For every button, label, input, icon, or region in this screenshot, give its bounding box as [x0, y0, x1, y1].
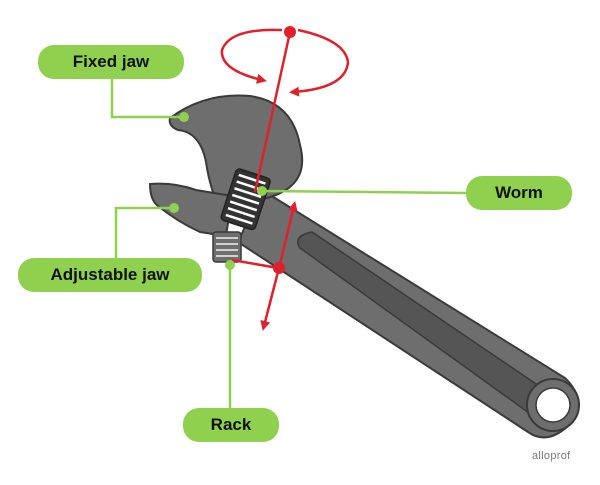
label-rack: Rack [183, 408, 279, 442]
label-adjustable-jaw: Adjustable jaw [18, 258, 202, 292]
rack-shape [212, 231, 242, 263]
wrench-handle [236, 188, 580, 439]
label-worm: Worm [466, 176, 572, 210]
leader-worm [261, 189, 467, 195]
rack-translation-indicator [231, 201, 298, 331]
leader-fixed-jaw [110, 79, 184, 119]
label-fixed-jaw: Fixed jaw [38, 45, 184, 79]
brand-logo: alloprof [532, 450, 571, 462]
worm-rotation-indicator [220, 26, 350, 193]
hang-hole [535, 387, 571, 423]
adjustable-jaw-shape [148, 182, 234, 238]
leader-adjustable-jaw [114, 206, 174, 258]
leader-lines [110, 79, 467, 408]
